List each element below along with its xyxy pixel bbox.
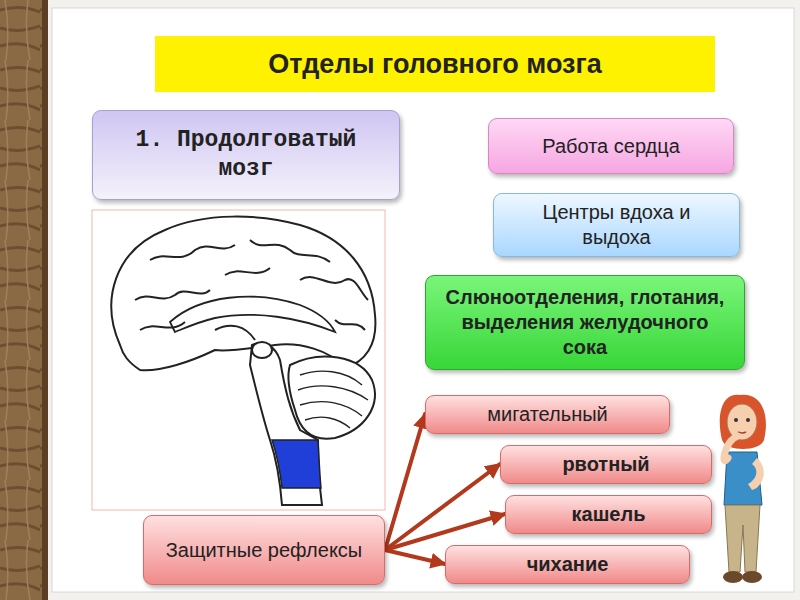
reflex-box: рвотный <box>500 445 712 484</box>
wood-strip <box>0 0 42 600</box>
cerebellum <box>288 357 375 439</box>
function-box: Центры вдоха и выдоха <box>493 193 740 257</box>
node-label: Работа сердца <box>542 134 680 159</box>
node-label: Слюноотделения, глотания, выделения желу… <box>438 285 732 360</box>
section-box: 1. Продолговатый мозг <box>92 110 400 200</box>
title-text: Отделы головного мозга <box>268 49 601 80</box>
node-label: Защитные рефлексы <box>166 538 363 563</box>
wood-edge <box>42 0 48 600</box>
reflex-box: чихание <box>445 545 690 584</box>
medulla-highlight <box>272 440 321 488</box>
reflex-group-box: Защитные рефлексы <box>143 515 385 585</box>
function-box: Работа сердца <box>488 118 734 174</box>
arrow-connector <box>385 414 425 550</box>
node-label: кашель <box>572 502 646 527</box>
function-box: Слюноотделения, глотания, выделения желу… <box>425 275 745 370</box>
reflex-box: мигательный <box>425 395 670 434</box>
node-label: Центры вдоха и выдоха <box>506 200 727 250</box>
picture-frame <box>92 210 385 510</box>
node-label: чихание <box>527 552 609 577</box>
reflex-box: кашель <box>505 495 712 534</box>
node-label: рвотный <box>562 452 649 477</box>
arrow-connector <box>385 464 500 550</box>
title-banner: Отделы головного мозга <box>155 36 715 92</box>
node-label: 1. Продолговатый мозг <box>105 126 387 184</box>
slide <box>52 8 794 592</box>
arrow-connector <box>385 550 445 564</box>
girl-figure <box>720 395 766 583</box>
cerebrum <box>111 217 375 371</box>
node-label: мигательный <box>487 402 608 427</box>
